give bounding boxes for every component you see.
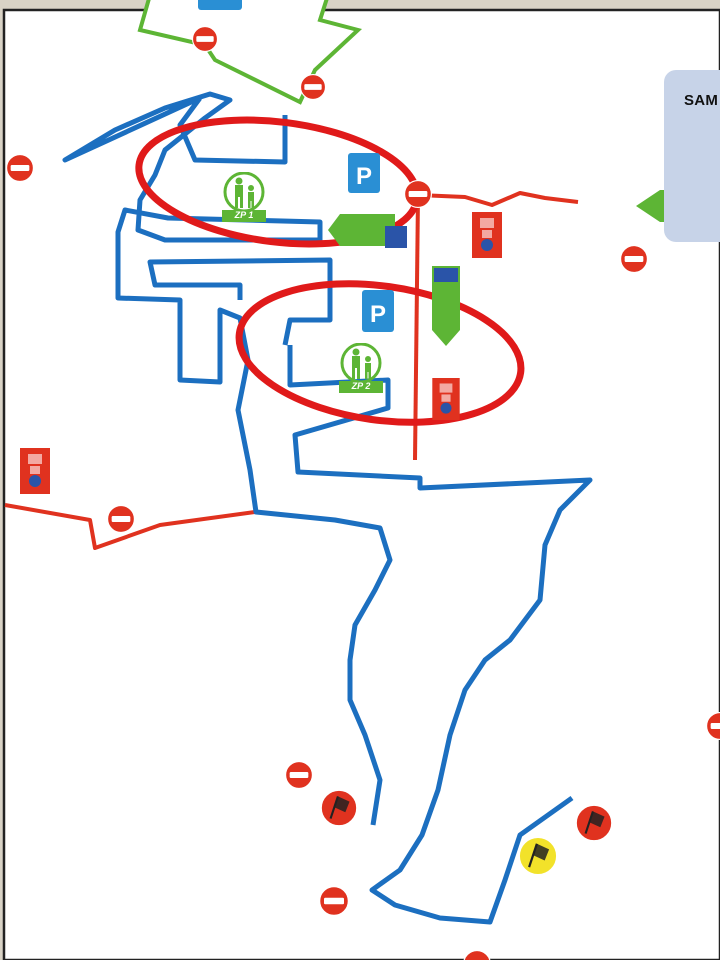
info-box-label: SAM — [684, 92, 719, 109]
parking-sign-2-label: P — [370, 301, 386, 328]
no-entry-icon — [192, 26, 218, 52]
checkered-flag-icon — [518, 836, 558, 876]
info-box: SAM — [664, 70, 720, 242]
pedestrian-zone-icon-zp1: ZP 1 — [222, 172, 266, 222]
parking-sign-1-label: P — [356, 163, 372, 190]
first-aid-icon — [472, 212, 502, 258]
zone-label-zp1: ZP 1 — [234, 210, 254, 220]
no-entry-icon — [319, 886, 349, 916]
no-entry-icon — [6, 154, 34, 182]
first-aid-icon — [432, 378, 460, 420]
no-entry-icon — [285, 761, 313, 789]
checkered-flag-icon — [320, 789, 358, 827]
no-entry-icon — [404, 180, 432, 208]
no-entry-icon — [107, 505, 135, 533]
checkered-flag-icon — [575, 804, 613, 842]
parking-sign-1: P — [348, 153, 380, 193]
no-entry-icon — [300, 74, 326, 100]
first-aid-icon — [20, 448, 50, 494]
entry-arrow — [137, 0, 363, 105]
highlight-ellipse-zp2 — [235, 280, 525, 426]
red-route — [4, 191, 579, 550]
blue-route — [62, 91, 593, 925]
parking-sign-2: P — [362, 290, 394, 332]
zone-label-zp2: ZP 2 — [351, 381, 371, 391]
pedestrian-zone-icon-zp2: ZP 2 — [339, 343, 383, 393]
no-entry-icon — [620, 245, 648, 273]
map-sheet — [2, 8, 720, 960]
